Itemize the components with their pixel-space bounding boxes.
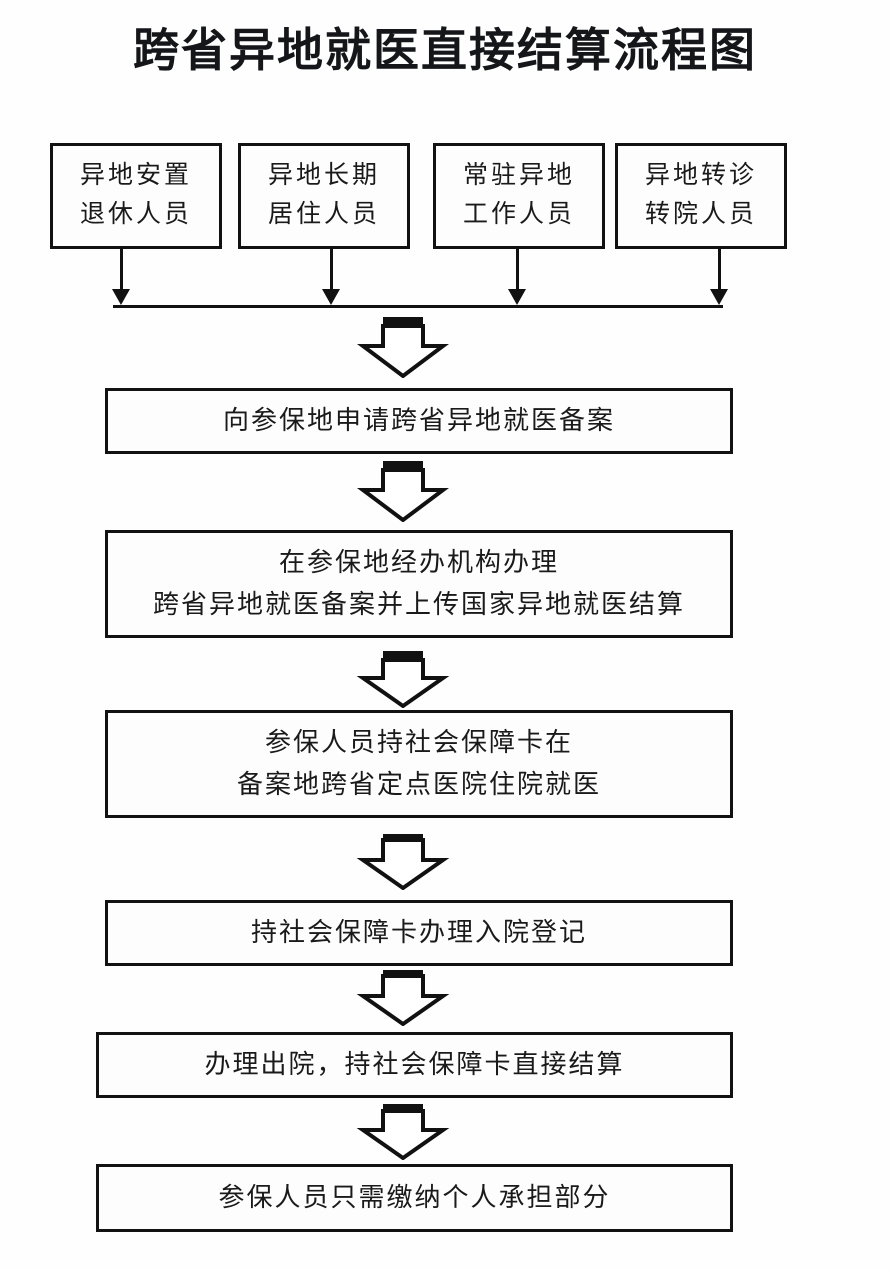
source-box-3: 常驻异地 工作人员 <box>433 143 605 249</box>
process-box-4: 持社会保障卡办理入院登记 <box>105 900 733 966</box>
process-box-2-line-2: 跨省异地就医备案并上传国家异地就医结算 <box>152 590 685 619</box>
source-box-1-line-2: 退休人员 <box>79 201 192 228</box>
merge-bar <box>113 305 723 308</box>
connector-arrowhead-4 <box>710 289 728 305</box>
process-box-5-line-1: 办理出院，持社会保障卡直接结算 <box>204 1050 625 1080</box>
connector-stub-4 <box>718 249 721 297</box>
connector-arrowhead-2 <box>322 289 340 305</box>
source-box-4: 异地转诊 转院人员 <box>615 143 787 249</box>
source-box-3-line-2: 工作人员 <box>462 201 575 228</box>
source-box-3-line-1: 常驻异地 <box>462 162 575 190</box>
connector-stub-1 <box>120 249 123 297</box>
process-box-6-line-1: 参保人员只需缴纳个人承担部分 <box>218 1183 611 1213</box>
source-box-1-line-1: 异地安置 <box>79 162 192 190</box>
connector-arrowhead-1 <box>112 289 130 305</box>
process-box-3-line-2: 备案地跨省定点医院住院就医 <box>236 770 601 799</box>
block-arrow-5 <box>355 968 451 1026</box>
source-box-4-line-1: 异地转诊 <box>644 162 757 190</box>
source-box-1: 异地安置 退休人员 <box>50 143 222 249</box>
block-arrow-6 <box>355 1102 451 1160</box>
process-box-1: 向参保地申请跨省异地就医备案 <box>105 388 733 454</box>
connector-stub-2 <box>330 249 333 297</box>
block-arrow-1 <box>355 316 451 378</box>
process-box-3: 参保人员持社会保障卡在 备案地跨省定点医院住院就医 <box>105 710 733 818</box>
page-title: 跨省异地就医直接结算流程图 <box>133 25 757 76</box>
block-arrow-3 <box>355 650 451 708</box>
process-box-4-line-1: 持社会保障卡办理入院登记 <box>250 918 587 948</box>
process-box-2: 在参保地经办机构办理 跨省异地就医备案并上传国家异地就医结算 <box>105 530 733 638</box>
block-arrow-4 <box>355 832 451 890</box>
process-box-2-line-1: 在参保地经办机构办理 <box>278 548 559 578</box>
source-box-2: 异地长期 居住人员 <box>238 143 410 249</box>
process-box-5: 办理出院，持社会保障卡直接结算 <box>96 1032 733 1098</box>
process-box-3-line-1: 参保人员持社会保障卡在 <box>264 728 573 758</box>
process-box-1-line-1: 向参保地申请跨省异地就医备案 <box>222 406 615 436</box>
connector-arrowhead-3 <box>508 289 526 305</box>
process-box-6: 参保人员只需缴纳个人承担部分 <box>96 1164 733 1232</box>
source-box-2-line-2: 居住人员 <box>267 201 380 228</box>
source-box-4-line-2: 转院人员 <box>644 201 757 228</box>
block-arrow-2 <box>355 460 451 522</box>
connector-stub-3 <box>516 249 519 297</box>
source-box-2-line-1: 异地长期 <box>267 162 380 190</box>
